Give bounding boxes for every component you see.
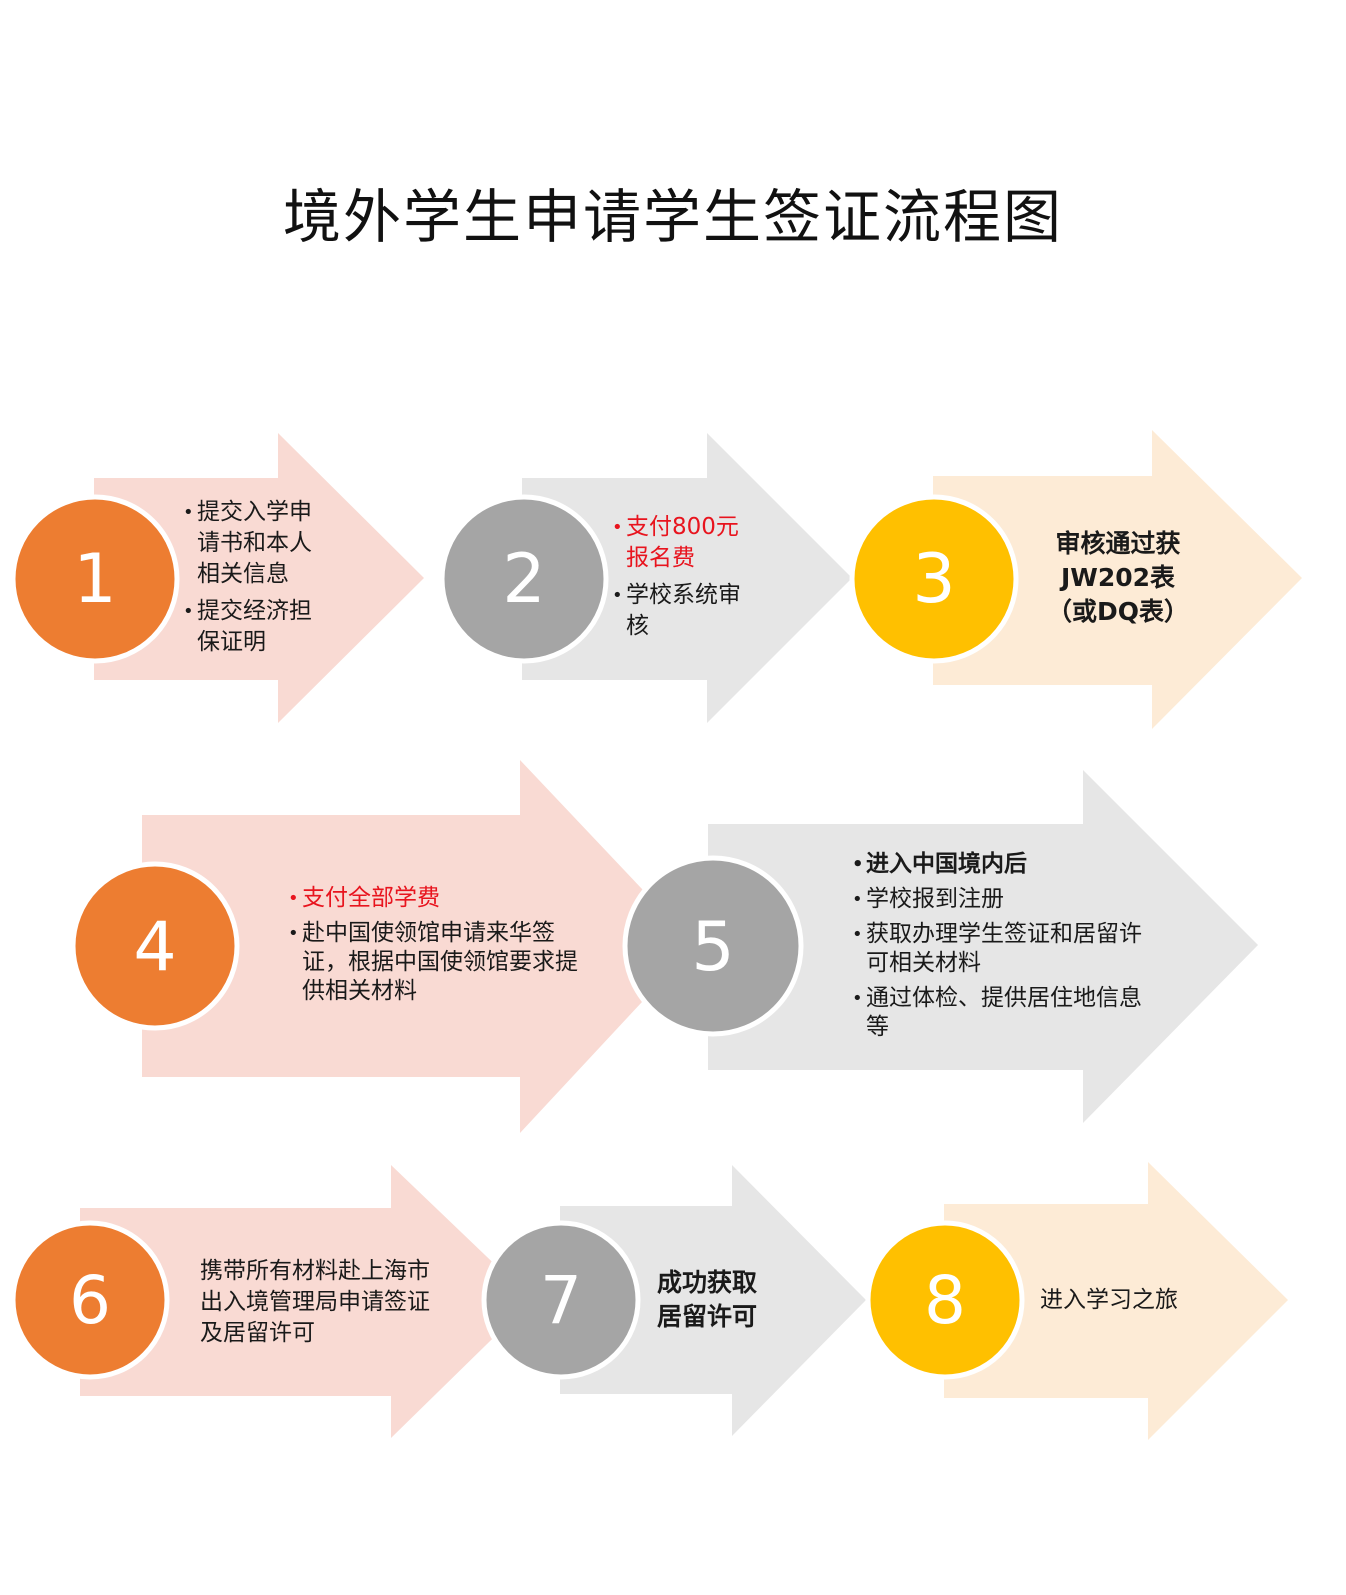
- step-5-item-4: 通过体检、提供居住地信息等: [852, 984, 1142, 1042]
- step-1-number: 1: [73, 540, 116, 619]
- step-8-circle: 8: [865, 1220, 1025, 1380]
- step-6-number: 6: [69, 1262, 111, 1339]
- step-7-circle: 7: [481, 1220, 641, 1380]
- step-4-number: 4: [133, 908, 176, 987]
- step-3-label: 审核通过获JW202表（或DQ表）: [1046, 529, 1189, 626]
- step-4-item-1: 支付全部学费: [288, 884, 578, 913]
- step-6-arrow: [80, 1165, 532, 1438]
- step-3-number: 3: [912, 540, 955, 619]
- step-8-text: 进入学习之旅: [1040, 1285, 1220, 1316]
- step-7-number: 7: [540, 1262, 582, 1339]
- step-3-circle: 3: [849, 494, 1019, 664]
- step-2-text: 支付800元报名费 学校系统审核: [612, 512, 754, 648]
- step-7-label: 成功获取居留许可: [657, 1268, 758, 1331]
- step-5-item-2: 学校报到注册: [852, 885, 1142, 914]
- step-6-text: 携带所有材料赴上海市出入境管理局申请签证及居留许可: [200, 1256, 440, 1349]
- step-2-arrow: [522, 433, 852, 723]
- step-4-circle: 4: [70, 861, 240, 1031]
- step-5-item-1: 进入中国境内后: [852, 850, 1142, 879]
- step-2-number: 2: [502, 540, 545, 619]
- step-5-item-3: 获取办理学生签证和居留许可相关材料: [852, 920, 1142, 978]
- step-7-arrow: [560, 1165, 866, 1436]
- step-3-text: 审核通过获JW202表（或DQ表）: [1040, 527, 1196, 629]
- step-1-item-2: 提交经济担保证明: [183, 596, 331, 658]
- step-1-text: 提交入学申请书和本人相关信息 提交经济担保证明: [183, 497, 331, 664]
- step-1-circle: 1: [10, 494, 180, 664]
- step-4-text: 支付全部学费 赴中国使领馆申请来华签证，根据中国使领馆要求提供相关材料: [288, 884, 578, 1012]
- step-5-text: 进入中国境内后 学校报到注册 获取办理学生签证和居留许可相关材料 通过体检、提供…: [852, 850, 1142, 1048]
- step-6-label: 携带所有材料赴上海市出入境管理局申请签证及居留许可: [200, 1258, 430, 1346]
- step-3-arrow: [933, 430, 1302, 729]
- step-8-label: 进入学习之旅: [1040, 1287, 1178, 1313]
- step-8-arrow: [944, 1162, 1288, 1440]
- step-2-item-1: 支付800元报名费: [612, 512, 754, 574]
- step-6-circle: 6: [10, 1220, 170, 1380]
- step-5-number: 5: [691, 908, 734, 987]
- step-8-number: 8: [924, 1262, 966, 1339]
- page-title: 境外学生申请学生签证流程图: [282, 183, 1063, 251]
- step-2-circle: 2: [439, 494, 609, 664]
- step-7-text: 成功获取居留许可: [657, 1266, 775, 1334]
- step-2-item-2: 学校系统审核: [612, 580, 754, 642]
- step-1-item-1: 提交入学申请书和本人相关信息: [183, 497, 331, 590]
- step-4-item-2: 赴中国使领馆申请来华签证，根据中国使领馆要求提供相关材料: [288, 919, 578, 1006]
- step-5-circle: 5: [622, 855, 804, 1037]
